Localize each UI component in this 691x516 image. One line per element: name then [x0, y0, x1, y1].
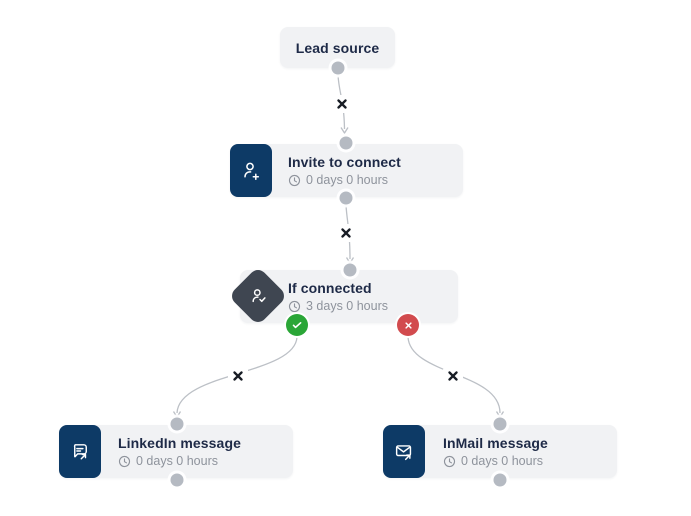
node-linkedin-delay: 0 days 0 hours [118, 454, 293, 468]
x-mark-icon [341, 228, 351, 238]
x-mark-icon [233, 371, 243, 381]
edge-invite-to-if-arrowhead [345, 257, 355, 265]
node-inmail-delay: 0 days 0 hours [443, 454, 617, 468]
port-lead-source-out[interactable] [331, 61, 345, 75]
person-add-icon [230, 144, 272, 197]
node-if-connected-title: If connected [288, 280, 372, 296]
node-if-connected-delay-text: 3 days 0 hours [306, 299, 388, 313]
node-inmail-title: InMail message [443, 435, 548, 451]
node-inmail-delay-text: 0 days 0 hours [461, 454, 543, 468]
remove-connector-button-3[interactable] [228, 367, 248, 385]
cross-circle-icon[interactable] [397, 314, 419, 336]
edge-yes-to-linkedin-arrowhead [172, 411, 182, 419]
node-lead-source[interactable]: Lead source [280, 27, 395, 68]
clock-icon [118, 455, 131, 467]
node-linkedin-message[interactable]: LinkedIn message 0 days 0 hours [59, 425, 293, 478]
x-mark-icon [448, 371, 458, 381]
clock-icon [443, 455, 456, 467]
remove-connector-button-1[interactable] [332, 95, 352, 113]
edge-lead-to-invite-arrowhead [340, 127, 349, 135]
check-circle-icon[interactable] [286, 314, 308, 336]
node-invite-title: Invite to connect [288, 154, 401, 170]
node-linkedin-delay-text: 0 days 0 hours [136, 454, 218, 468]
port-inmail-in[interactable] [493, 417, 507, 431]
port-invite-out[interactable] [339, 191, 353, 205]
remove-connector-button-2[interactable] [336, 224, 356, 242]
node-lead-source-title: Lead source [295, 39, 380, 56]
remove-connector-button-4[interactable] [443, 367, 463, 385]
node-invite-delay-text: 0 days 0 hours [306, 173, 388, 187]
node-invite-delay: 0 days 0 hours [288, 173, 463, 187]
node-linkedin-title: LinkedIn message [118, 435, 241, 451]
node-if-connected-delay: 3 days 0 hours [288, 299, 458, 313]
port-if-connected-in[interactable] [343, 263, 357, 277]
chat-bubble-arrow-icon [59, 425, 101, 478]
node-inmail-message[interactable]: InMail message 0 days 0 hours [383, 425, 617, 478]
clock-icon [288, 300, 301, 312]
port-invite-in[interactable] [339, 136, 353, 150]
clock-icon [288, 174, 301, 186]
node-invite-to-connect[interactable]: Invite to connect 0 days 0 hours [230, 144, 463, 197]
envelope-arrow-icon [383, 425, 425, 478]
x-mark-icon [337, 99, 347, 109]
person-check-icon [228, 266, 288, 326]
port-linkedin-in[interactable] [170, 417, 184, 431]
port-linkedin-out[interactable] [170, 473, 184, 487]
port-inmail-out[interactable] [493, 473, 507, 487]
edge-no-to-inmail-arrowhead [495, 411, 505, 419]
